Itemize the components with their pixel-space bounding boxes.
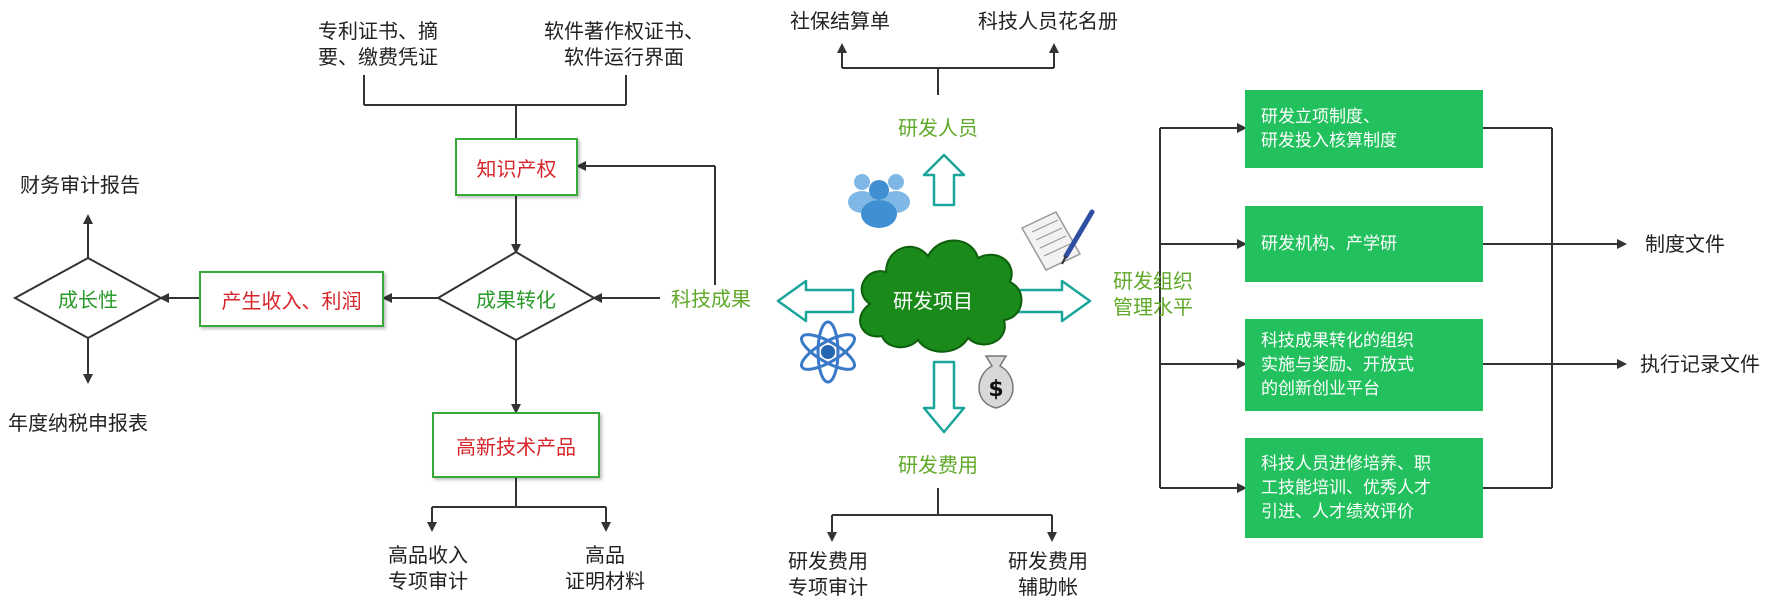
roster-label: 科技人员花名册: [978, 9, 1118, 33]
left-connectors: [83, 75, 716, 532]
rd-institution-box: 研发机构、产学研: [1245, 206, 1483, 282]
money-bag-icon: $: [978, 355, 1014, 409]
org-level-label: 研发组织 管理水平: [1113, 269, 1193, 319]
project-label: 研发项目: [893, 289, 973, 313]
atom-icon: [800, 320, 856, 384]
personnel-label: 研发人员: [898, 116, 978, 140]
rd-institution-text: 研发机构、产学研: [1261, 234, 1397, 254]
teal-arrows: [776, 153, 1092, 434]
tax-report-label: 年度纳税申报表: [8, 411, 148, 435]
talent-training-box: 科技人员进修培养、职 工技能培训、优秀人才 引进、人才绩效评价: [1245, 438, 1483, 538]
svg-text:$: $: [988, 377, 1003, 402]
transfer-org-text: 科技成果转化的组织 实施与奖励、开放式 的创新创业平台: [1261, 331, 1414, 399]
expenses-label: 研发费用: [898, 453, 978, 477]
expense-audit-label: 研发费用 专项审计: [788, 549, 868, 599]
hitech-product-box: 高新技术产品: [432, 412, 600, 478]
software-docs-label: 软件著作权证书、 软件运行界面: [544, 19, 704, 69]
exec-docs-label: 执行记录文件: [1640, 352, 1760, 376]
right-connectors: [1159, 123, 1627, 493]
social-security-label: 社保结算单: [790, 9, 890, 33]
income-box: 产生收入、利润: [199, 271, 384, 327]
growth-diamond: [12, 256, 164, 340]
transform-diamond: [435, 250, 597, 342]
policy-docs-label: 制度文件: [1645, 232, 1725, 256]
arrow-right-to-org: [1016, 279, 1092, 323]
ip-box: 知识产权: [455, 138, 578, 196]
arrow-left-to-achievements: [776, 279, 855, 323]
aux-ledger-label: 研发费用 辅助帐: [1008, 549, 1088, 599]
audit-report-label: 财务审计报告: [20, 173, 140, 197]
transfer-org-box: 科技成果转化的组织 实施与奖励、开放式 的创新创业平台: [1245, 319, 1483, 411]
people-icon: [848, 174, 910, 228]
income-audit-label: 高品收入 专项审计: [388, 543, 468, 593]
proof-materials-label: 高品 证明材料: [565, 543, 645, 593]
patent-docs-label: 专利证书、摘 要、缴费凭证: [318, 19, 438, 69]
arrow-down-to-expenses: [922, 360, 966, 434]
arrow-up-to-personnel: [922, 153, 966, 207]
rd-policy-text: 研发立项制度、 研发投入核算制度: [1261, 107, 1397, 151]
growth-label: 成长性: [58, 287, 118, 312]
transform-label: 成果转化: [476, 287, 556, 312]
rd-policy-box: 研发立项制度、 研发投入核算制度: [1245, 90, 1483, 168]
document-pen-icon: [1020, 209, 1095, 271]
talent-training-text: 科技人员进修培养、职 工技能培训、优秀人才 引进、人才绩效评价: [1261, 454, 1431, 522]
center-connectors: [827, 43, 1059, 542]
achievements-label: 科技成果: [671, 287, 751, 311]
project-cloud: [859, 239, 1023, 353]
